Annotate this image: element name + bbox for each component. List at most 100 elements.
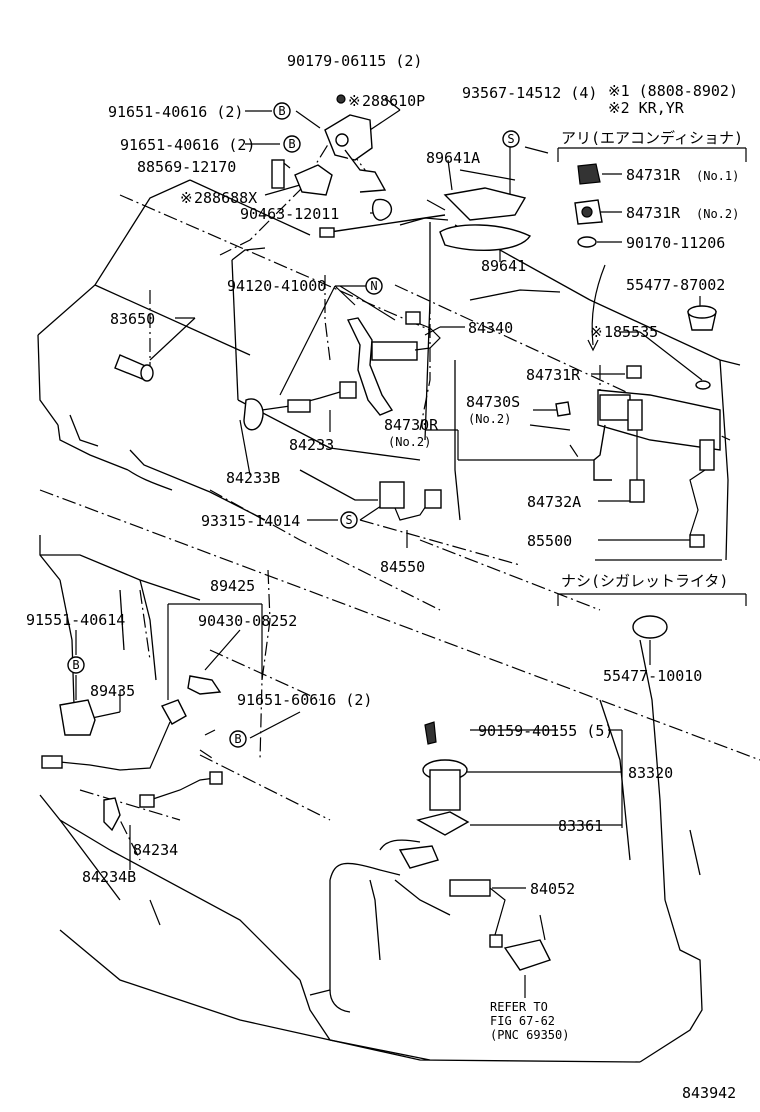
label-90170: 90170-11206	[626, 234, 725, 252]
cap-55477-10010	[632, 615, 668, 639]
label-91651-a: 91651-40616 (2)	[108, 103, 243, 121]
label-89435: 89435	[90, 682, 135, 700]
label-91551: 91551-40614	[26, 611, 125, 629]
part-labels: 90179-06115 (2) 91651-40616 (2) ※ 288610…	[26, 52, 743, 1102]
label-84340: 84340	[468, 319, 513, 337]
label-note1: ※1 (8808-8902)	[608, 82, 738, 100]
washer-185535	[695, 380, 711, 390]
wire-84234	[149, 777, 216, 801]
marker-b-3-text: B	[72, 658, 79, 672]
label-84233: 84233	[289, 436, 334, 454]
figure-number: 843942	[682, 1084, 736, 1102]
label-84730s: 84730S	[466, 393, 520, 411]
bracket-89435	[59, 699, 96, 736]
pedal-lever	[346, 317, 394, 416]
connector-84234-end	[209, 771, 223, 785]
label-90179: 90179-06115 (2)	[287, 52, 422, 70]
label-refer-1: REFER TO	[490, 1000, 548, 1014]
leader-lines	[75, 97, 747, 998]
marker-b-1	[273, 102, 291, 120]
label-ari: アリ(エアコンディショナ)	[561, 129, 743, 147]
label-94120: 94120-41000	[227, 277, 326, 295]
knob-top	[687, 305, 717, 319]
label-55477-87002: 55477-87002	[626, 276, 725, 294]
marker-b-2-text: B	[288, 137, 295, 151]
marker-b-3	[67, 656, 85, 674]
label-89641: 89641	[481, 257, 526, 275]
connector-84052	[489, 934, 503, 948]
label-93567: 93567-14512 (4)	[462, 84, 597, 102]
bracket-288688x	[294, 164, 333, 196]
label-84731r: 84731R	[526, 366, 581, 384]
sensor-84233b	[243, 398, 264, 431]
connector-84234	[139, 794, 155, 808]
wire-84340	[409, 319, 441, 351]
label-star-185535: ※	[590, 323, 603, 341]
parts	[41, 94, 721, 971]
reference-lines	[39, 124, 760, 861]
label-185535: 185535	[604, 323, 658, 341]
label-83320: 83320	[628, 764, 673, 782]
marker-b-4-text: B	[234, 732, 241, 746]
sensor-wire	[344, 149, 387, 193]
label-84550: 84550	[380, 558, 425, 576]
cylinder-end	[140, 364, 154, 382]
marker-s-1-text: S	[507, 132, 514, 146]
switch-84550	[379, 481, 405, 509]
switch-84731r-no1	[577, 163, 601, 185]
label-84730s-sub: (No.2)	[468, 412, 511, 426]
wire-69350	[539, 914, 546, 941]
connector-84550	[424, 489, 442, 509]
clamp-90463	[371, 198, 393, 221]
marker-b-2	[283, 135, 301, 153]
wire-89425	[59, 721, 171, 771]
bracket-90430	[187, 675, 222, 695]
screw-84730s	[555, 401, 571, 417]
connector-84732a	[629, 479, 645, 503]
sensor-89641	[439, 224, 532, 252]
pedal-switch-84340	[371, 341, 418, 361]
sensor-89425	[160, 699, 187, 725]
label-83361: 83361	[558, 817, 603, 835]
pointer-arrowhead	[587, 339, 599, 352]
label-84732a: 84732A	[527, 493, 581, 511]
marker-b-4	[229, 730, 247, 748]
sensor-84234b	[103, 797, 121, 832]
nut-90170	[577, 236, 597, 248]
label-89641a: 89641A	[426, 149, 480, 167]
marker-s-2	[340, 511, 358, 529]
label-refer-2: FIG 67-62	[490, 1014, 555, 1028]
marker-b-1-text: B	[278, 104, 285, 118]
label-84234: 84234	[133, 841, 178, 859]
label-84234b: 84234B	[82, 868, 136, 886]
connector-84731r	[626, 365, 642, 379]
sensor-harness	[329, 214, 446, 233]
wire-85500	[689, 469, 706, 536]
label-84731r-no2: 84731R	[626, 204, 681, 222]
marker-n-text: N	[370, 279, 377, 293]
connector-89425	[41, 755, 63, 769]
harness-clip	[319, 227, 335, 238]
plate-89641a	[443, 187, 527, 221]
label-refer-3: (PNC 69350)	[490, 1028, 569, 1042]
label-84731r-no2-sub: (No.2)	[696, 207, 739, 221]
label-note2: ※2 KR,YR	[608, 99, 685, 117]
label-star-288610p: ※	[348, 92, 361, 110]
label-84731r-no1-sub: (No.1)	[696, 169, 739, 183]
gauge-body-83320	[429, 769, 461, 811]
marker-s-1	[502, 130, 520, 148]
gasket-83361	[416, 811, 470, 836]
label-288610p: 288610P	[362, 92, 425, 110]
vehicle-body-outline	[37, 179, 741, 1063]
screw-90159	[424, 721, 437, 745]
pointer-arrow	[591, 264, 606, 346]
label-star-288688x: ※	[180, 189, 193, 207]
switch-84731r-no2-knob	[581, 206, 593, 218]
float-83320	[398, 845, 439, 869]
label-88569: 88569-12170	[137, 158, 236, 176]
label-85500: 85500	[527, 532, 572, 550]
label-nashi: ナシ(シガレットライタ)	[561, 572, 728, 590]
markers: B B S N S B B	[67, 102, 520, 748]
label-91651-c: 91651-60616 (2)	[237, 691, 372, 709]
